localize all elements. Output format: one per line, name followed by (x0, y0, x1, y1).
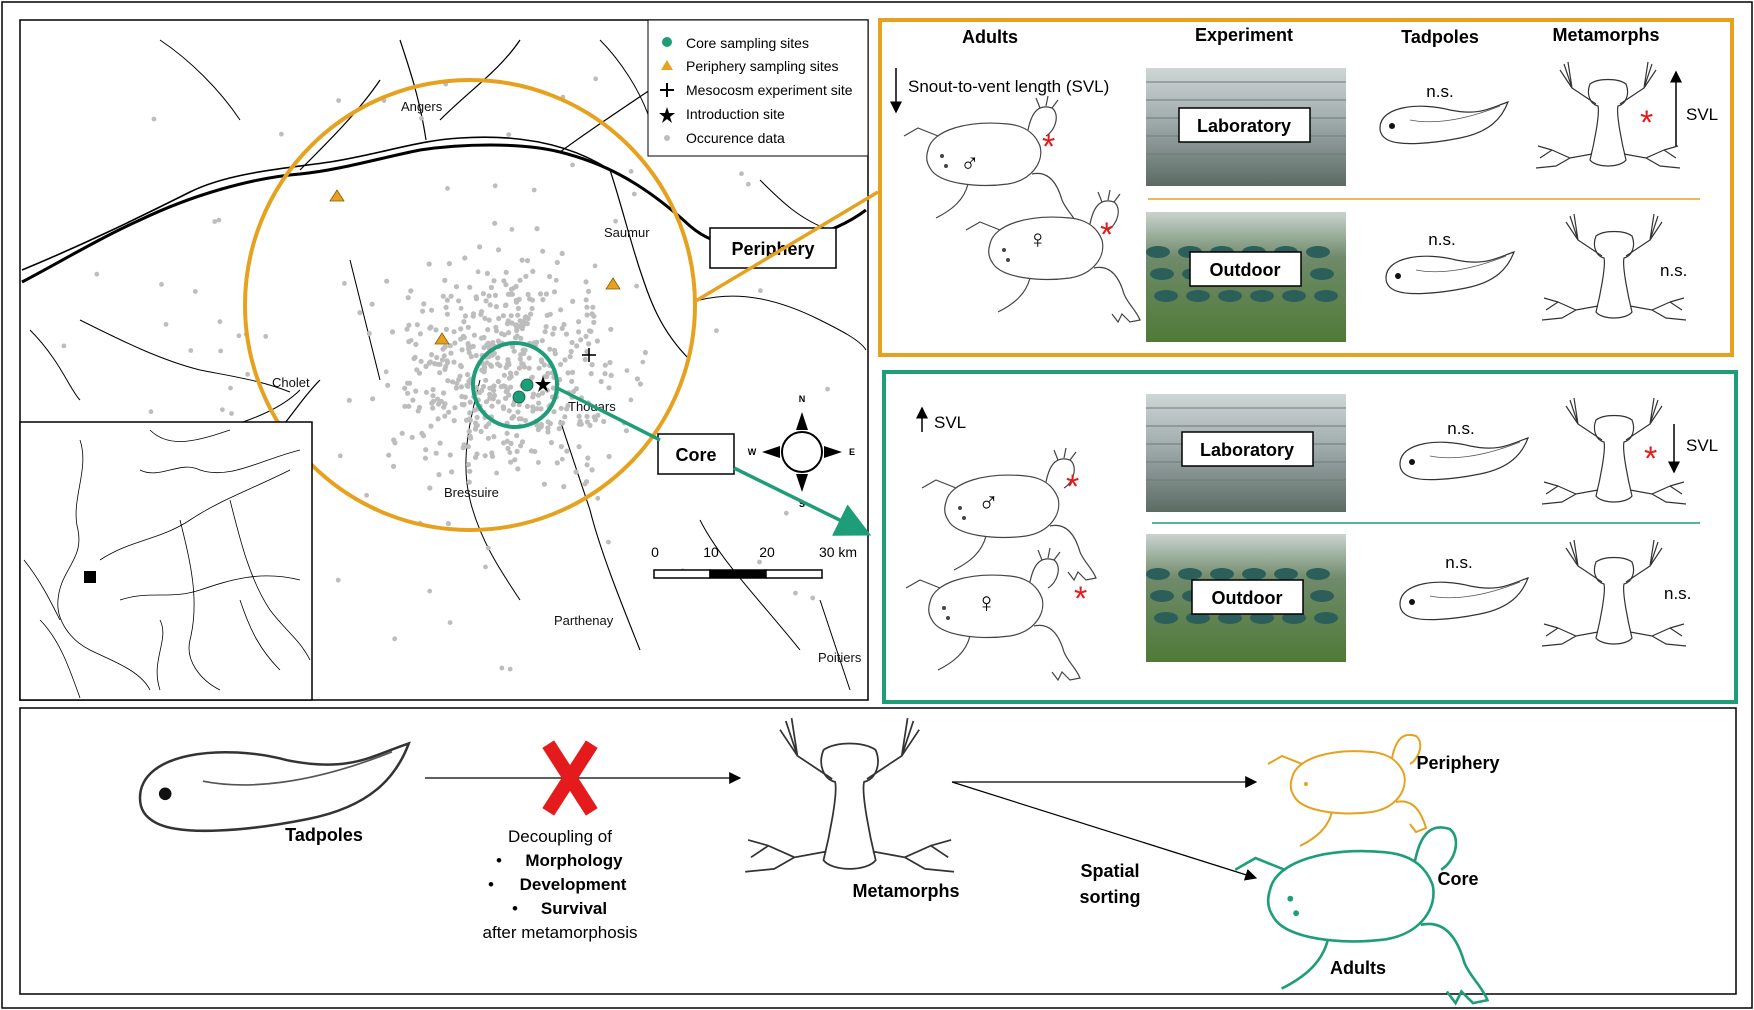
periphery-label-box (709, 227, 837, 269)
study-area-marker (84, 571, 96, 583)
summary-core-frog (1234, 826, 1490, 1006)
header-tadpoles: Tadpoles (1401, 27, 1479, 47)
header-experiment: Experiment (1195, 25, 1293, 45)
periphery-outdoor-photo (1146, 212, 1346, 342)
core-female-symbol: ♀ (976, 587, 997, 618)
map-legend (647, 19, 869, 157)
core-outdoor-label: Outdoor (1212, 588, 1283, 608)
periphery-outdoor-label: Outdoor (1210, 260, 1281, 280)
decoupling-bullet-1: • (496, 851, 502, 870)
mesocosm-site-plus (582, 348, 596, 362)
map-legend-items: Core sampling sites Periphery sampling s… (659, 35, 853, 146)
core-connector-a (556, 386, 661, 442)
summary-metamorphs-label: Metamorphs (852, 881, 959, 901)
summary-periphery-label: Periphery (1416, 753, 1499, 773)
periphery-connector (693, 190, 879, 304)
core-outdoor-meta: n.s. (1664, 584, 1691, 603)
core-outdoor-label-box (1191, 579, 1304, 615)
decoupling-footer: after metamorphosis (483, 923, 638, 942)
decoupling-item-development: Development (520, 875, 627, 894)
scale-tick-0: 0 (651, 544, 659, 560)
decoupling-cross (542, 740, 598, 816)
town-poitiers: Poitiers (818, 650, 862, 665)
decoupling-title: Decoupling of (508, 827, 612, 846)
core-label-box (657, 433, 735, 475)
spatial-sorting-line1: Spatial (1080, 861, 1139, 881)
periphery-female-symbol: ♀ (1028, 224, 1048, 254)
periphery-adult-svl: Snout-to-vent length (SVL) (908, 77, 1109, 96)
core-lab-meta-sig: * (1644, 440, 1657, 478)
scale-bar: 0 10 20 30 km (651, 544, 857, 579)
periphery-outdoor-label-box (1189, 251, 1302, 287)
core-sampling-sites (512, 378, 534, 404)
periphery-outdoor-tadpoles: n.s. (1428, 230, 1455, 249)
decoupling-item-survival: Survival (541, 899, 607, 918)
periphery-meta-svl: SVL (1686, 105, 1718, 124)
europe-inset (19, 421, 313, 701)
periphery-lab-tadpoles: n.s. (1426, 82, 1453, 101)
periphery-male-sig: * (1042, 128, 1055, 166)
legend-introduction-site: Introduction site (686, 106, 785, 122)
legend-core-sites: Core sampling sites (686, 35, 809, 51)
core-lab-label: Laboratory (1200, 440, 1294, 460)
core-male-sig: * (1066, 468, 1079, 506)
summary-adults-label: Adults (1330, 958, 1386, 978)
periphery-female-sig: * (1100, 216, 1113, 254)
compass-e: E (849, 447, 855, 457)
legend-mesocosm-site: Mesocosm experiment site (686, 82, 853, 98)
summary-panel (19, 707, 1737, 995)
town-saumur: Saumur (604, 225, 650, 240)
scale-tick-20: 20 (759, 544, 775, 560)
summary-core-label: Core (1437, 869, 1478, 889)
core-lab-tadpoles: n.s. (1447, 419, 1474, 438)
periphery-outdoor-meta: n.s. (1660, 261, 1687, 280)
scale-tick-30: 30 km (819, 544, 857, 560)
summary-tadpoles-label: Tadpoles (285, 825, 363, 845)
decoupling-bullet-3: • (512, 899, 518, 918)
core-female-sig: * (1074, 580, 1087, 618)
spatial-sorting-line2: sorting (1080, 887, 1141, 907)
compass-w: W (748, 447, 757, 457)
core-adult-svl: SVL (934, 413, 966, 432)
europe-outline (23, 429, 311, 699)
core-connector-arrow (733, 466, 872, 536)
legend-occurrence: Occurence data (686, 130, 785, 146)
periphery-circle (243, 78, 697, 532)
introduction-site-star (535, 376, 551, 392)
compass-n: N (799, 394, 806, 404)
decoupling-item-morphology: Morphology (525, 851, 623, 870)
header-adults: Adults (962, 27, 1018, 47)
legend-periphery-sites: Periphery sampling sites (686, 58, 839, 74)
summary-periphery-frog (1267, 733, 1428, 847)
core-meta-svl: SVL (1686, 436, 1718, 455)
core-male-symbol: ♂ (978, 487, 999, 518)
periphery-lab-meta-sig: * (1640, 104, 1653, 142)
periphery-male-symbol: ♂ (960, 148, 980, 178)
core-lab-label-box (1181, 431, 1314, 467)
periphery-lab-label-box (1178, 107, 1311, 143)
occurrence-points (61, 76, 830, 677)
compass: N S E W (748, 394, 855, 509)
header-metamorphs: Metamorphs (1552, 25, 1659, 45)
compass-s: S (799, 499, 805, 509)
core-circle (471, 341, 559, 429)
core-label: Core (675, 445, 716, 465)
town-bressuire: Bressuire (444, 485, 499, 500)
summary-arrow-core (951, 781, 1258, 881)
town-cholet: Cholet (272, 375, 310, 390)
scale-tick-10: 10 (703, 544, 719, 560)
core-outdoor-tadpoles: n.s. (1445, 553, 1472, 572)
periphery-lab-label: Laboratory (1197, 116, 1291, 136)
decoupling-bullet-2: • (488, 875, 494, 894)
periphery-sampling-sites (329, 189, 621, 345)
town-labels: Angers Saumur Cholet Thouars Bressuire P… (272, 99, 862, 665)
town-parthenay: Parthenay (554, 613, 614, 628)
town-angers: Angers (401, 99, 443, 114)
